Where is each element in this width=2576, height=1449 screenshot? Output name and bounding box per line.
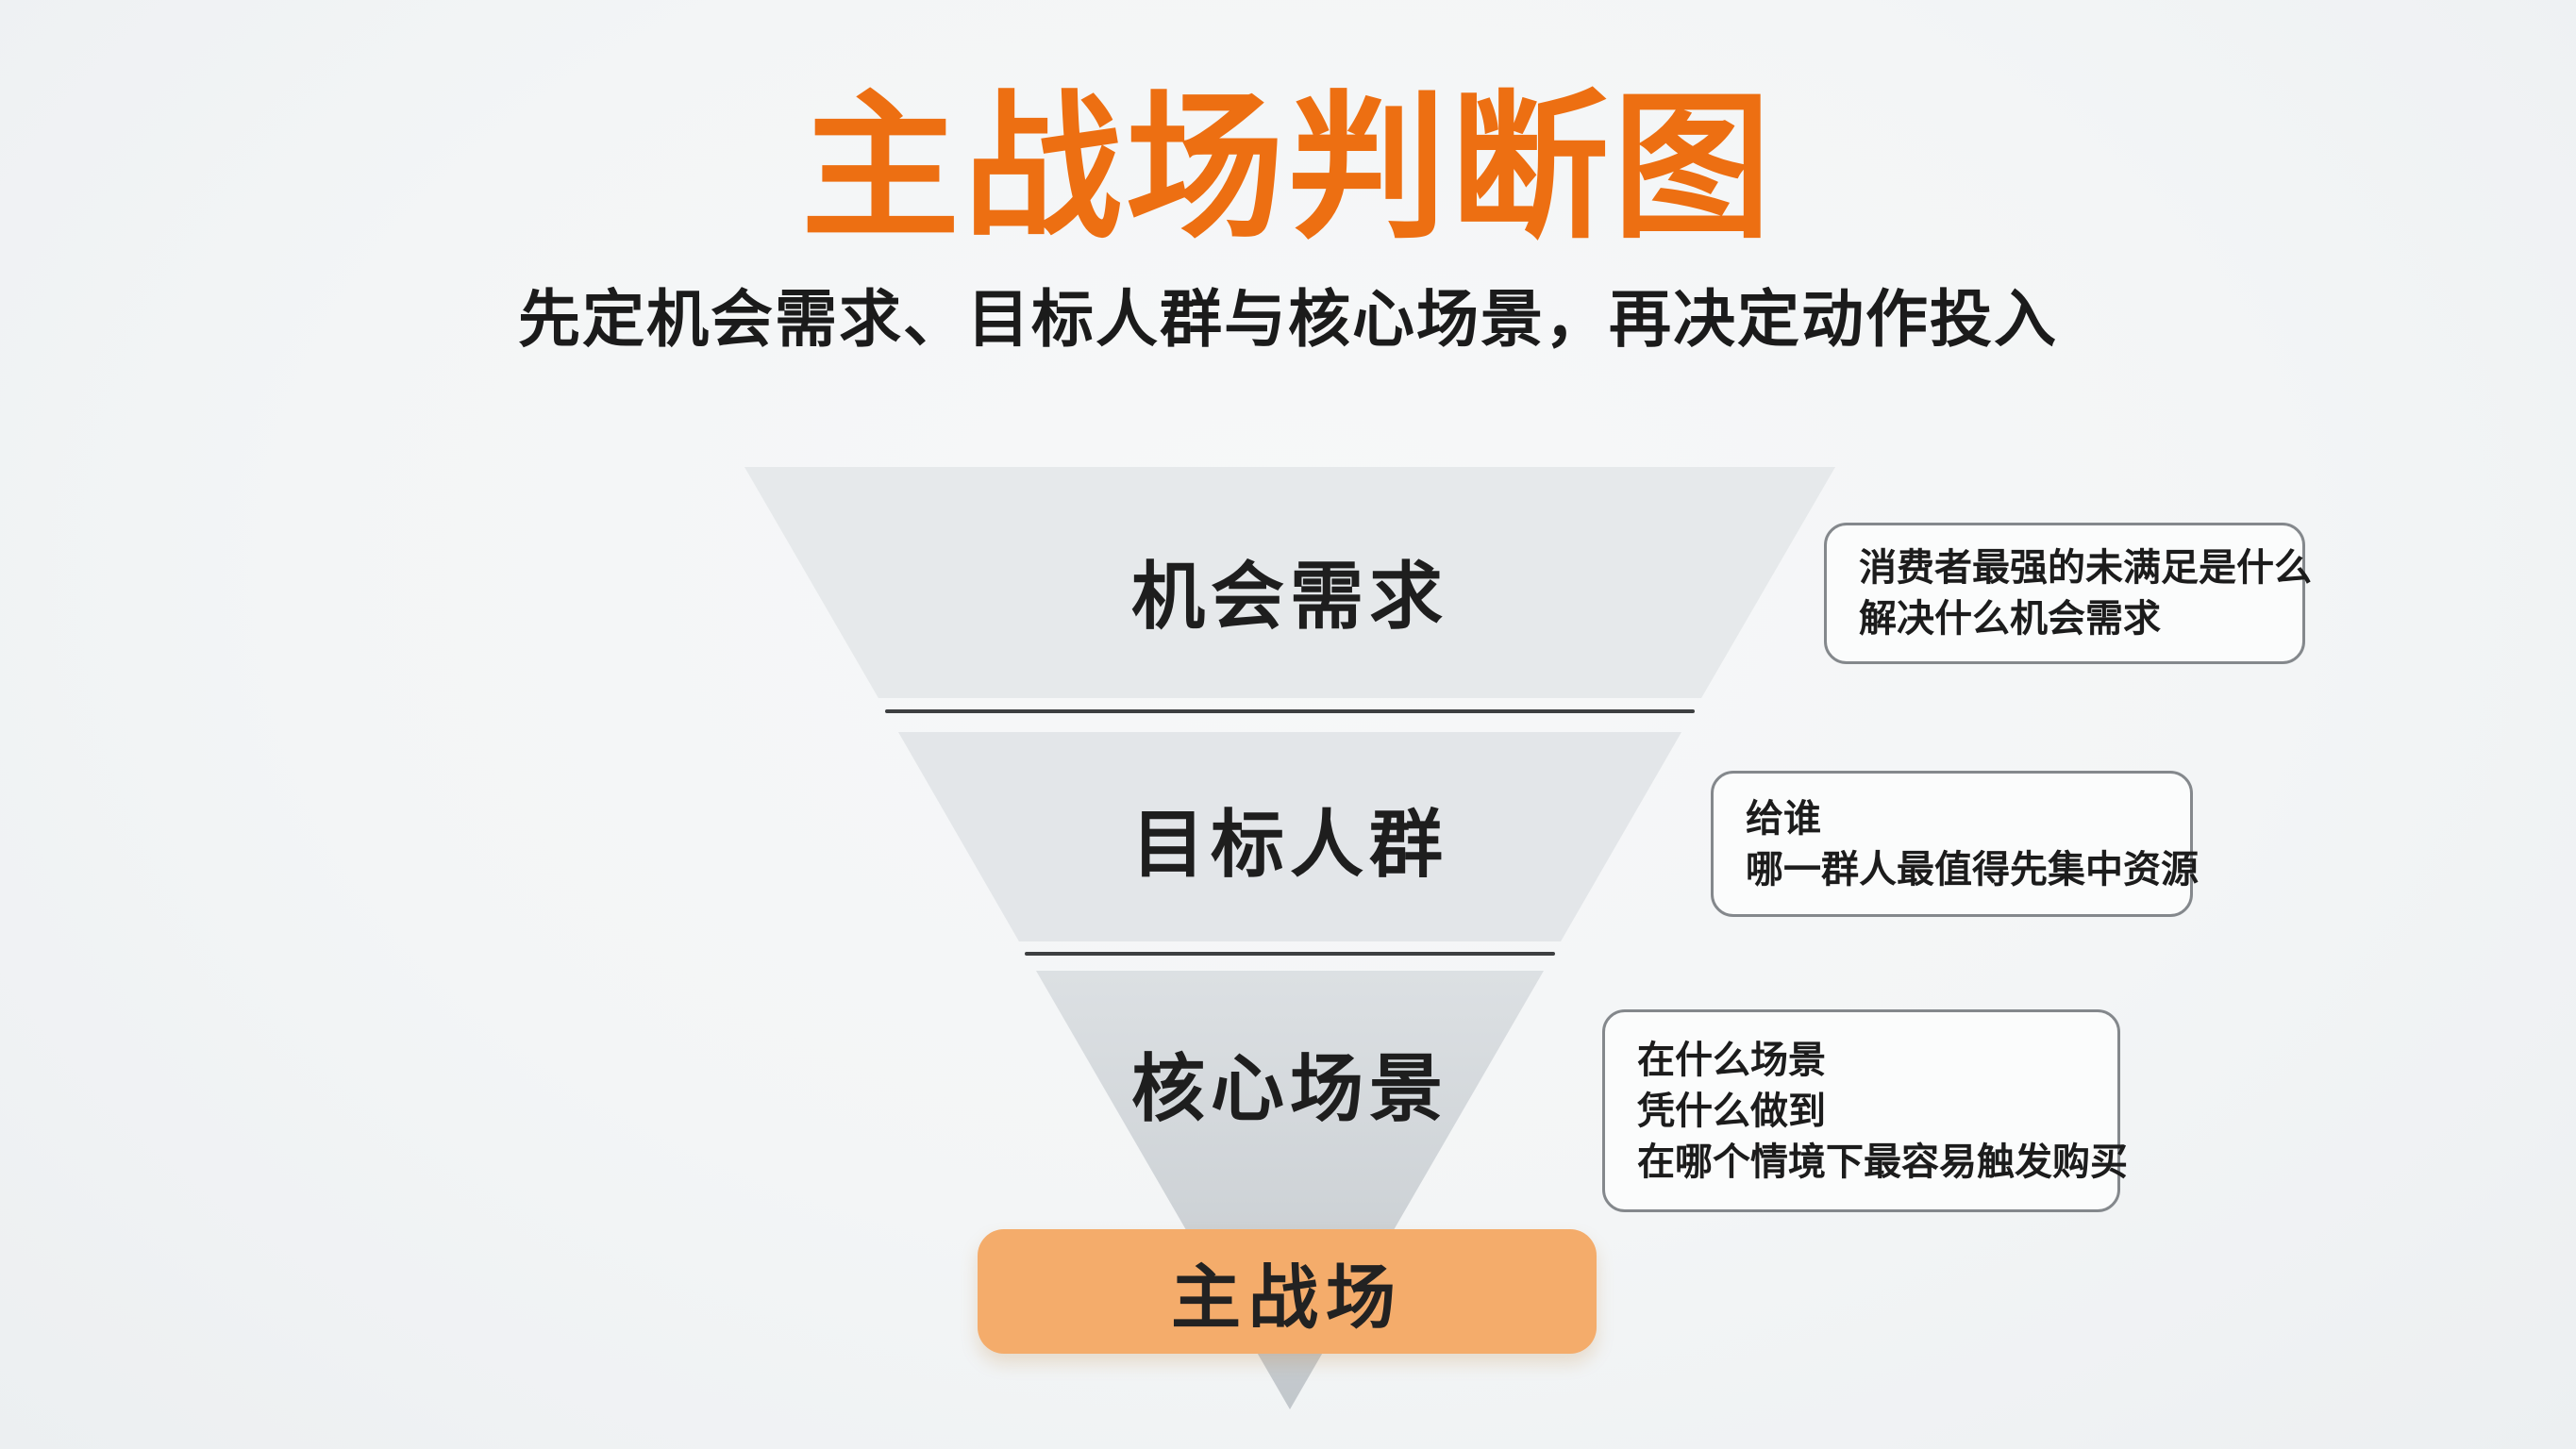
funnel-level-audience (897, 732, 1682, 941)
page-subtitle: 先定机会需求、目标人群与核心场景，再决定动作投入 (518, 284, 2058, 354)
annotation-audience: 给谁 哪一群人最值得先集中资源 (1711, 771, 2199, 917)
annotation-line: 在哪个情境下最容易触发购买 (1637, 1141, 2128, 1183)
annotation-line: 哪一群人最值得先集中资源 (1746, 848, 2199, 891)
main-battlefield-label: 主战场 (1171, 1257, 1403, 1337)
funnel-divider-2 (1025, 952, 1555, 956)
funnel-label-audience: 目标人群 (1130, 803, 1448, 886)
annotation-line: 在什么场景 (1637, 1039, 1826, 1081)
page-title: 主战场判断图 (801, 79, 1775, 257)
main-battlefield-box: 主战场 (978, 1229, 1597, 1354)
annotation-line: 消费者最强的未满足是什么 (1859, 547, 2312, 589)
annotation-line: 给谁 (1746, 797, 1821, 840)
annotation-line: 凭什么做到 (1637, 1090, 1826, 1132)
funnel-label-opportunity: 机会需求 (1130, 555, 1448, 638)
funnel-divider-1 (885, 709, 1695, 713)
annotation-line: 解决什么机会需求 (1859, 598, 2161, 640)
annotation-scenario: 在什么场景 凭什么做到 在哪个情境下最容易触发购买 (1602, 1009, 2128, 1212)
funnel-level-opportunity (744, 467, 1835, 698)
funnel-label-scenario: 核心场景 (1130, 1047, 1448, 1130)
annotation-opportunity: 消费者最强的未满足是什么 解决什么机会需求 (1824, 523, 2312, 664)
